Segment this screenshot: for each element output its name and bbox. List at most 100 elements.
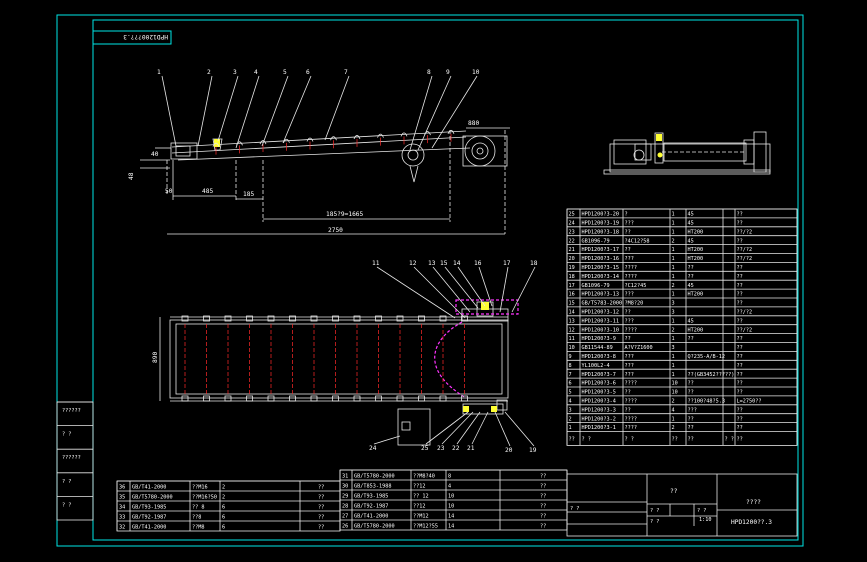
parts-cell: ??: [688, 336, 694, 342]
parts-cell: 10: [448, 504, 454, 510]
balloon-label: 5: [283, 69, 287, 76]
parts-cell: 45: [688, 318, 694, 324]
parts-cell: ??: [737, 354, 743, 360]
parts-cell: 26: [342, 524, 348, 530]
parts-cell: HPD1200?3-16: [582, 256, 619, 262]
parts-cell: HPD1200?3-8: [582, 354, 616, 360]
title-small-a: ? ?: [650, 508, 659, 514]
parts-cell: GB/T41-2000: [132, 485, 166, 491]
parts-cell: HPD1200?3-14: [582, 274, 619, 280]
balloon-bottom-15: 15: [440, 260, 479, 309]
parts-cell: GB/T41-2000: [132, 525, 166, 531]
parts-cell: 12: [569, 327, 575, 333]
parts-cell: A?V?Z1600: [625, 345, 653, 351]
balloon-label: 10: [472, 69, 480, 76]
parts-cell: HPD1200?3-3: [582, 407, 616, 413]
parts-cell: ??M16?50: [192, 495, 217, 501]
parts-cell: 21: [569, 247, 575, 253]
parts-cell: ??: [318, 495, 324, 501]
balloon-bottom-24: 24: [369, 435, 401, 452]
slat-plan: [332, 315, 339, 402]
parts-cell: ??: [540, 514, 546, 520]
balloon-bottom-17: 17: [499, 260, 511, 313]
balloon-top-6: 6: [282, 69, 312, 144]
parts-cell: ??M12?55: [413, 524, 438, 530]
parts-cell: 34: [119, 505, 125, 511]
parts-cell: ????: [625, 381, 638, 387]
parts-cell: ??: [625, 336, 631, 342]
parts-cell: ??: [318, 525, 324, 531]
balloon-bottom-22: 22: [452, 411, 481, 452]
parts-cell: ??/?2: [737, 310, 753, 316]
parts-cell: HT200: [688, 229, 704, 235]
balloon-label: 2: [207, 69, 211, 76]
dim-890: 890: [152, 352, 159, 363]
slat-top: [283, 138, 290, 151]
parts-cell: 4: [672, 407, 675, 413]
parts-cell: ??: [540, 494, 546, 500]
parts-cell: HPD1200?3-1: [582, 425, 616, 431]
parts-cell: HPD1200?3-13: [582, 292, 619, 298]
parts-cell: 3: [672, 301, 675, 307]
parts-cell: 14: [569, 310, 575, 316]
slat-top: [259, 140, 267, 153]
balloon-bottom-16: 16: [474, 260, 493, 307]
parts-cell: 1: [672, 256, 675, 262]
dim-880: 880: [468, 120, 479, 127]
parts-cell: 33: [119, 515, 125, 521]
parts-cell: ??M8: [192, 525, 205, 531]
parts-cell: 24: [569, 221, 575, 227]
outer-frame: [56, 14, 804, 547]
parts-cell: ??: [318, 485, 324, 491]
parts-cell: ??100?48?5.3: [688, 399, 725, 405]
parts-cell: 8: [448, 474, 451, 480]
slat-plan: [310, 315, 318, 402]
slat-plan: [396, 315, 404, 402]
parts-cell: ???: [688, 407, 697, 413]
parts-cell: 10: [569, 345, 575, 351]
slat-top: [306, 137, 314, 150]
parts-cell: 3: [672, 345, 675, 351]
title-sheet: ? ?: [650, 519, 659, 525]
parts-cell: 45: [688, 212, 694, 218]
parts-cell: ??: [625, 310, 631, 316]
parts-cell: 1: [672, 221, 675, 227]
balloon-label: 20: [505, 447, 513, 454]
parts-header-cell: ? ?: [725, 437, 734, 443]
parts-cell: 45: [688, 283, 694, 289]
parts-cell: ????: [625, 425, 638, 431]
parts-cell: HT200: [688, 247, 704, 253]
parts-cell: 31: [342, 474, 348, 480]
parts-cell: ??: [737, 274, 743, 280]
parts-cell: ??/?2: [737, 229, 753, 235]
parts-cell: ?? 8: [192, 505, 205, 511]
dim-40: 40: [151, 151, 159, 158]
parts-cell: HT200: [688, 292, 704, 298]
parts-cell: 2: [222, 495, 225, 501]
balloon-label: 24: [369, 445, 377, 452]
slats-top: [212, 129, 455, 155]
dim-total: 2750: [328, 227, 343, 234]
parts-cell: ?: [625, 212, 628, 218]
balloon-label: 6: [306, 69, 310, 76]
balloon-top-7: 7: [324, 69, 350, 141]
parts-cell: 19: [569, 265, 575, 271]
rotated-drawing-number: HPD1200???.3: [123, 33, 168, 40]
parts-cell: 2: [672, 238, 675, 244]
parts-cell: ??: [737, 318, 743, 324]
parts-cell: ??/?2: [737, 256, 753, 262]
parts-cell: ?C12?45: [625, 283, 647, 289]
parts-cell: ??: [688, 425, 694, 431]
parts-cell: HPD1200?3-10: [582, 327, 619, 333]
parts-cell: GB/T5780-2000: [132, 495, 173, 501]
slat-plan: [267, 315, 275, 402]
